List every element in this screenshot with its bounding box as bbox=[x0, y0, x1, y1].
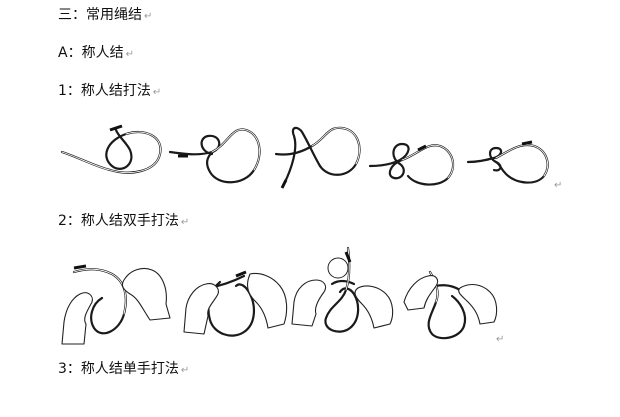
paragraph-mark-icon: ↵ bbox=[152, 87, 162, 98]
two-hand-step-1-illustration bbox=[58, 258, 173, 346]
step-3-title: 3：称人结单手打法↵ bbox=[58, 360, 189, 380]
step-1-title-text: 1：称人结打法 bbox=[58, 83, 151, 99]
step-1-title: 1：称人结打法↵ bbox=[58, 82, 161, 102]
knot-step-2-illustration bbox=[168, 122, 268, 192]
step-3-title-text: 3：称人结单手打法 bbox=[58, 361, 179, 377]
knot-step-4-illustration bbox=[368, 136, 468, 192]
paragraph-mark-icon: ↵ bbox=[180, 217, 190, 228]
two-hand-step-2-illustration bbox=[180, 262, 295, 344]
subsection-title: A：称人结↵ bbox=[58, 44, 134, 64]
paragraph-mark-icon: ↵ bbox=[144, 11, 153, 22]
paragraph-mark-icon: ↵ bbox=[180, 365, 190, 376]
two-hand-step-3-illustration bbox=[288, 244, 403, 340]
subsection-title-text: A：称人结 bbox=[58, 45, 124, 61]
knot-step-3-illustration bbox=[272, 118, 372, 190]
paragraph-mark-icon: ↵ bbox=[496, 334, 505, 345]
two-hand-step-4-illustration bbox=[400, 262, 500, 342]
step-2-title: 2：称人结双手打法↵ bbox=[58, 212, 189, 232]
step-2-title-text: 2：称人结双手打法 bbox=[58, 213, 179, 229]
paragraph-mark-icon: ↵ bbox=[554, 180, 563, 191]
section-heading: 三：常用绳结↵ bbox=[58, 6, 152, 26]
knot-step-1-illustration bbox=[60, 120, 170, 190]
paragraph-mark-icon: ↵ bbox=[125, 49, 134, 60]
knot-step-5-illustration bbox=[466, 136, 556, 192]
section-heading-text: 三：常用绳结 bbox=[58, 7, 142, 23]
